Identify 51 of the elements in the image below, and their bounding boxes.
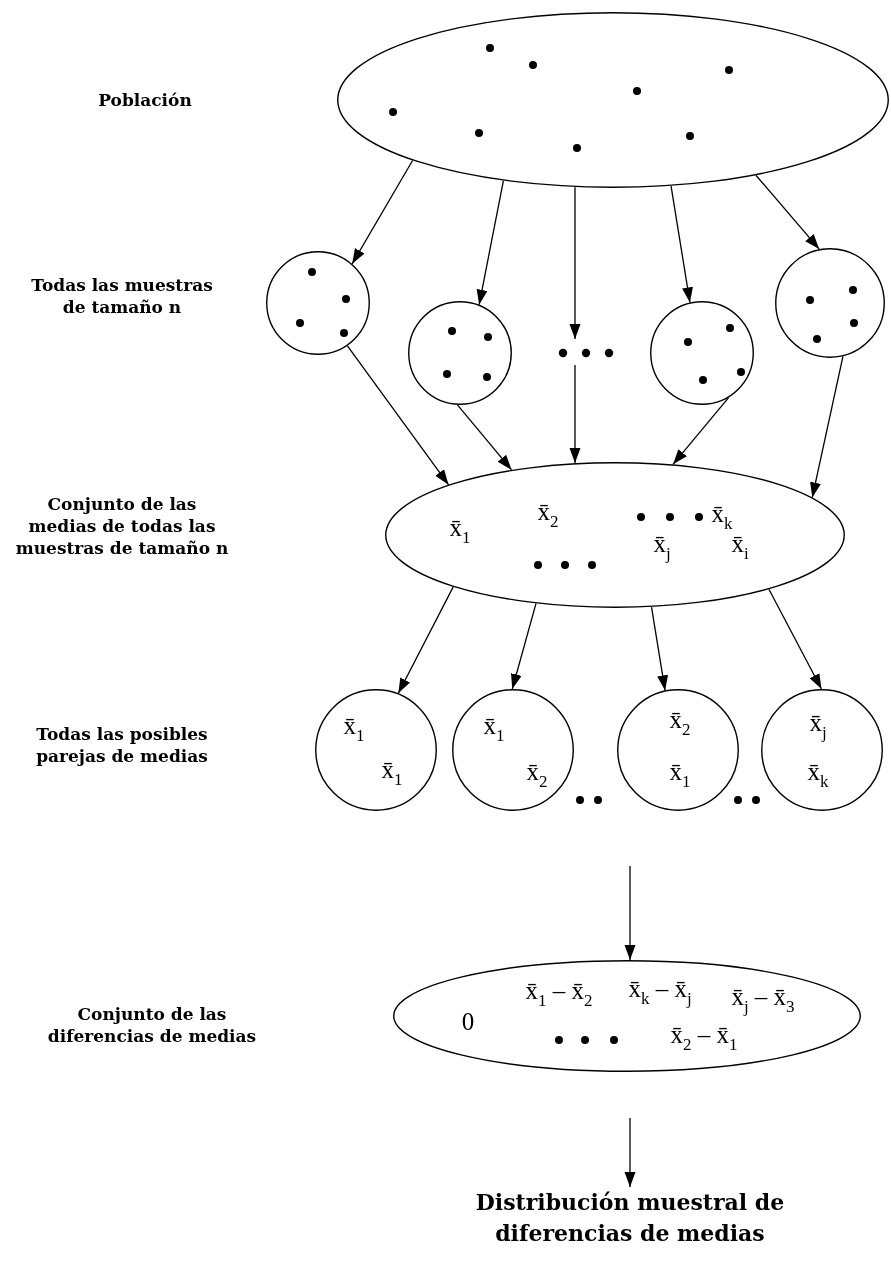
- math-expression: x̄$_{1}$: [483, 712, 505, 744]
- arrow: [569, 186, 581, 340]
- math-expression: x̄$_{2}$: [669, 706, 691, 738]
- math-expression: x̄$_{i}$: [731, 530, 749, 562]
- math-expression: x̄$_{j}$: [809, 709, 827, 741]
- arrow: [755, 174, 820, 250]
- math-expression: x̄$_{k}$: [807, 758, 829, 790]
- arrow: [650, 606, 669, 692]
- math-expression: 0: [461, 1008, 475, 1034]
- arrow: [351, 159, 414, 265]
- pair-circle: [761, 689, 883, 811]
- arrow: [511, 602, 537, 690]
- row-label: Todas las posibles parejas de medias: [35, 722, 209, 768]
- math-expression: x̄$_{k}$: [711, 500, 733, 532]
- pair-circle: [617, 689, 739, 811]
- arrow: [346, 345, 450, 486]
- arrow: [397, 586, 454, 694]
- pair-circle: [452, 689, 574, 811]
- arrow: [456, 404, 513, 471]
- row-label: Población: [98, 88, 192, 112]
- population-ellipse: [337, 12, 889, 188]
- math-expression: x̄$_{2}$: [537, 498, 559, 530]
- sample-circle: [775, 248, 885, 358]
- math-expression: x̄$_{1}$: [381, 756, 403, 788]
- arrow: [476, 180, 504, 306]
- math-expression: x̄$_{k}$ – x̄$_{j}$: [628, 975, 692, 1007]
- row-label: Conjunto de las diferencias de medias: [46, 1002, 258, 1048]
- math-expression: x̄$_{j}$: [653, 530, 671, 562]
- sample-circle: [408, 301, 512, 405]
- sample-circle: [650, 301, 754, 405]
- math-expression: x̄$_{1}$ – x̄$_{2}$: [525, 977, 593, 1009]
- arrow: [672, 397, 730, 465]
- pair-circle: [315, 689, 437, 811]
- differences-ellipse: [393, 960, 861, 1072]
- arrow: [569, 364, 581, 464]
- row-label: Conjunto de las medias de todas las muestras de tamaño n: [14, 492, 230, 560]
- result-text: Distribución muestral de diferencias de medias: [474, 1188, 786, 1248]
- arrow: [624, 1117, 636, 1188]
- arrow: [810, 355, 844, 499]
- sample-circle: [266, 251, 370, 355]
- math-expression: x̄$_{1}$: [669, 758, 691, 790]
- math-expression: x̄$_{1}$: [449, 514, 471, 546]
- math-expression: x̄$_{2}$: [526, 758, 548, 790]
- means-ellipse: [385, 462, 845, 608]
- arrow: [768, 588, 823, 690]
- arrow: [670, 185, 693, 304]
- math-expression: x̄$_{1}$: [343, 712, 365, 744]
- math-expression: x̄$_{j}$ – x̄$_{3}$: [731, 983, 795, 1015]
- arrow: [624, 865, 636, 961]
- math-expression: x̄$_{2}$ – x̄$_{1}$: [670, 1021, 738, 1053]
- row-label: Todas las muestras de tamaño n: [30, 273, 214, 319]
